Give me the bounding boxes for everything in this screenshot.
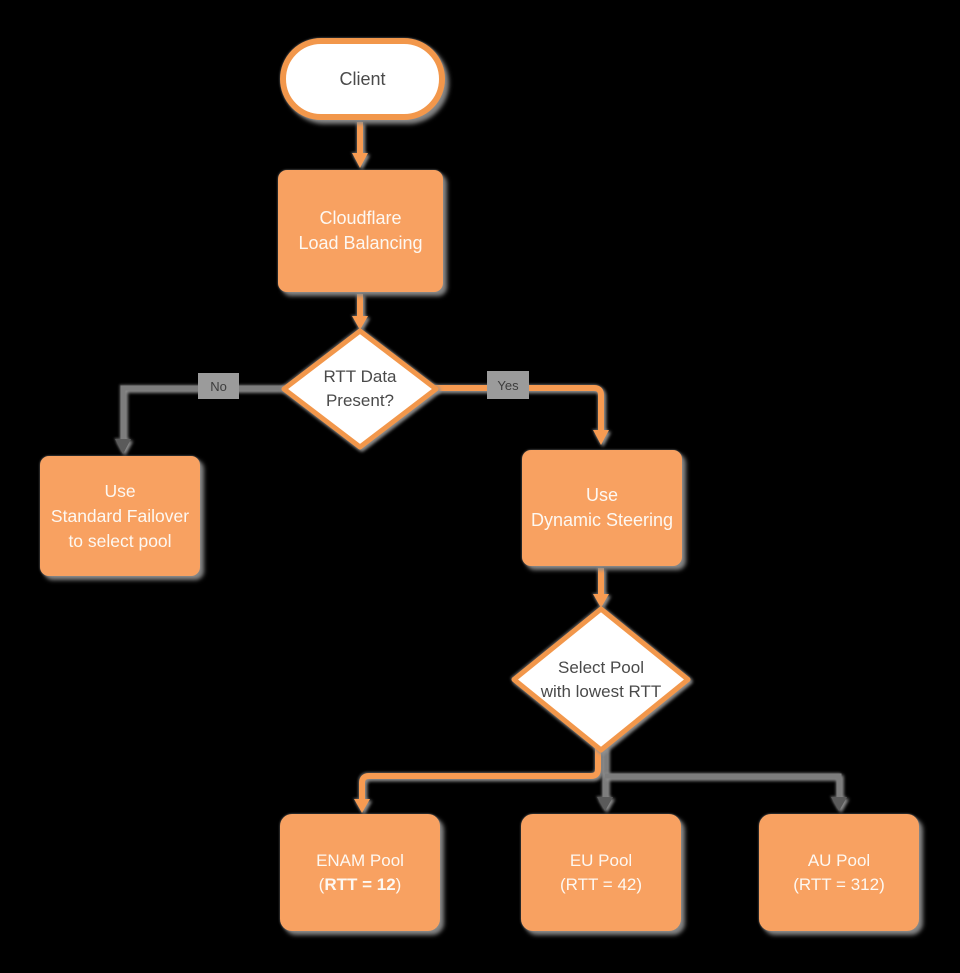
- standard-failover-line1: Use: [104, 480, 136, 501]
- edge-pool-decision-to-au: [605, 773, 847, 811]
- au-rtt-value: RTT = 312: [798, 874, 880, 894]
- eu-rtt-paren-close: ): [636, 874, 643, 894]
- node-client-label: Client: [339, 68, 386, 89]
- edge-label-yes: Yes: [487, 371, 529, 399]
- rtt-decision-line2: Present?: [325, 391, 395, 410]
- au-pool-name: AU Pool: [807, 850, 871, 870]
- edge-yes-branch: [432, 385, 609, 445]
- node-standard-failover: Use Standard Failover to select pool: [40, 456, 200, 576]
- edge-loadbalancer-to-rtt-decision: [352, 294, 368, 330]
- edge-pool-decision-to-enam: [354, 747, 601, 813]
- pool-decision-line1: Select Pool: [558, 657, 644, 677]
- au-rtt-paren-open: (: [793, 874, 799, 894]
- eu-rtt-paren-open: (: [559, 874, 566, 894]
- dynamic-steering-line2: Dynamic Steering: [530, 510, 674, 530]
- au-pool-rtt: (RTT = 312): [793, 873, 885, 897]
- node-loadbalancer-line2: Load Balancing: [298, 233, 423, 253]
- dynamic-steering-line1: Use: [585, 485, 618, 505]
- pool-decision-line2: with lowest RTT: [540, 681, 662, 701]
- enam-rtt-paren-open: (: [318, 874, 325, 894]
- edge-dynamic-to-pool-decision: [593, 568, 609, 608]
- enam-rtt-paren-close: ): [395, 874, 402, 894]
- node-dynamic-steering: Use Dynamic Steering: [522, 450, 682, 566]
- edge-pool-decision-to-eu: [597, 747, 613, 811]
- edge-client-to-loadbalancer: [352, 122, 368, 168]
- node-enam-pool: ENAM Pool (RTT = 12): [280, 814, 440, 931]
- diamond-pool-decision: [511, 606, 691, 753]
- enam-pool-name: ENAM Pool: [316, 850, 404, 870]
- node-pool-decision-label: Select Pool with lowest RTT: [514, 609, 688, 750]
- node-loadbalancer-line1: Cloudflare: [319, 208, 402, 228]
- node-cloudflare-load-balancing: Cloudflare Load Balancing: [278, 170, 443, 292]
- enam-rtt-value: RTT = 12: [324, 874, 396, 894]
- eu-pool-rtt: (RTT = 42): [560, 873, 642, 897]
- eu-pool-name: EU Pool: [569, 850, 633, 870]
- standard-failover-line3: to select pool: [68, 530, 172, 551]
- diamond-rtt-decision: [281, 328, 439, 450]
- edge-label-no: No: [198, 373, 239, 399]
- standard-failover-line2: Standard Failover: [50, 505, 190, 526]
- node-client: Client: [280, 38, 445, 120]
- node-rtt-decision-label: RTT Data Present?: [284, 331, 436, 447]
- node-eu-pool: EU Pool (RTT = 42): [521, 814, 681, 931]
- eu-rtt-value: RTT = 42: [565, 874, 637, 894]
- au-rtt-paren-close: ): [879, 874, 885, 894]
- node-au-pool: AU Pool (RTT = 312): [759, 814, 919, 931]
- enam-pool-rtt: (RTT = 12): [319, 873, 402, 897]
- rtt-decision-line1: RTT Data: [323, 367, 397, 386]
